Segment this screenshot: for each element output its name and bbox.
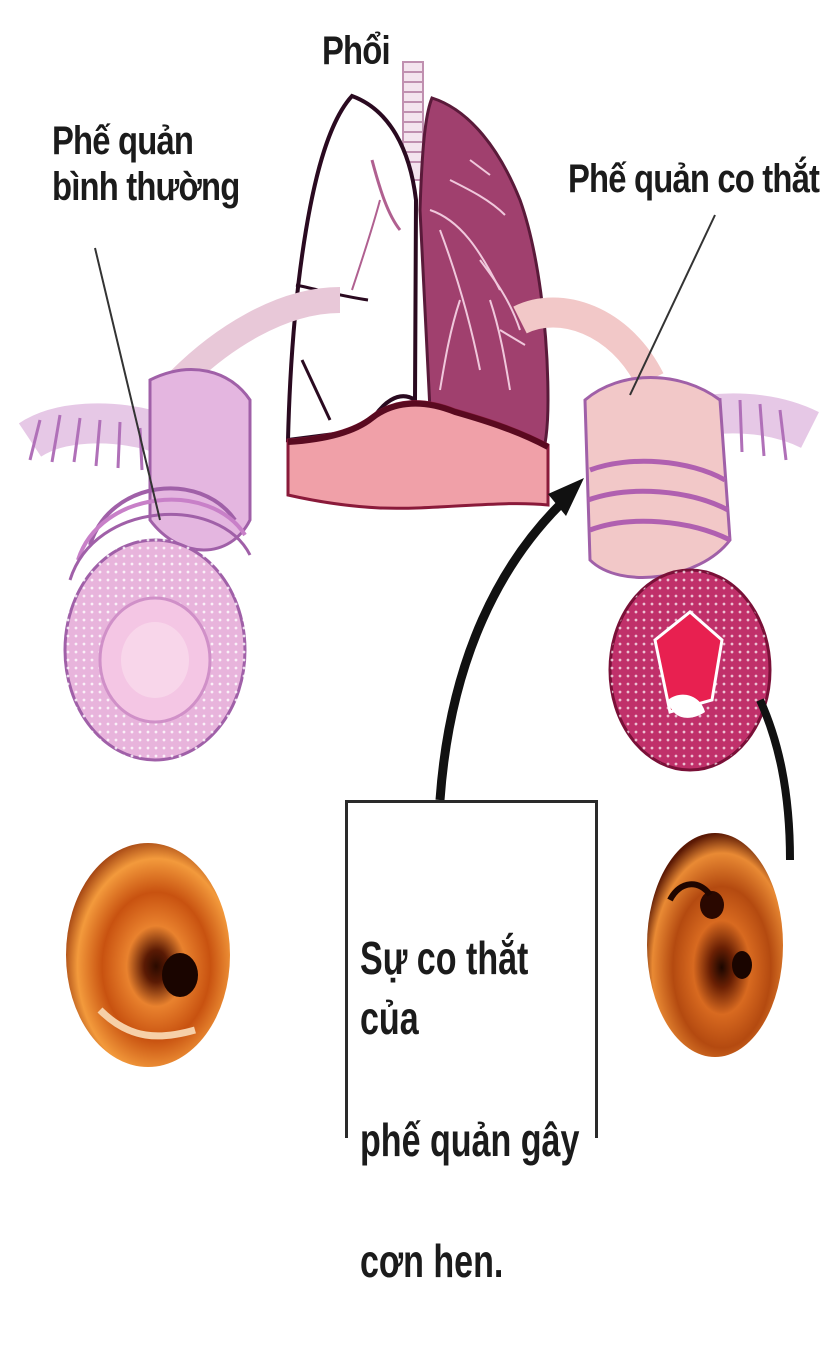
normal-lung bbox=[288, 96, 416, 440]
normal-bronchus-label-line1: Phế quản bbox=[52, 118, 239, 164]
constricted-bronchus-label: Phế quản co thắt bbox=[568, 156, 819, 202]
right-arrow-line bbox=[760, 700, 790, 860]
lung-label: Phổi bbox=[322, 28, 390, 74]
arrow-icon bbox=[440, 495, 570, 800]
caption-text: Sự co thắt của phế quản gây cơn hen. bbox=[360, 867, 582, 1353]
normal-bronchus-label: Phế quản bình thường bbox=[52, 118, 239, 210]
constricted-bronchus-endoscopy-photo bbox=[647, 833, 783, 1057]
constricted-label-pointer bbox=[630, 215, 715, 395]
caption-box: Sự co thắt của phế quản gây cơn hen. bbox=[345, 800, 598, 1138]
normal-bronchus-closeup bbox=[30, 370, 250, 762]
normal-bronchus-label-line2: bình thường bbox=[52, 164, 239, 210]
constricted-bronchus-closeup bbox=[585, 378, 810, 771]
caption-line-1: Sự co thắt của bbox=[360, 928, 582, 1049]
caption-line-3: cơn hen. bbox=[360, 1231, 582, 1292]
normal-bronchus-endoscopy-photo bbox=[66, 843, 230, 1067]
caption-line-2: phế quản gây bbox=[360, 1110, 582, 1171]
asthma-diagram: Phổi Phế quản bình thường Phế quản co th… bbox=[0, 0, 825, 1142]
